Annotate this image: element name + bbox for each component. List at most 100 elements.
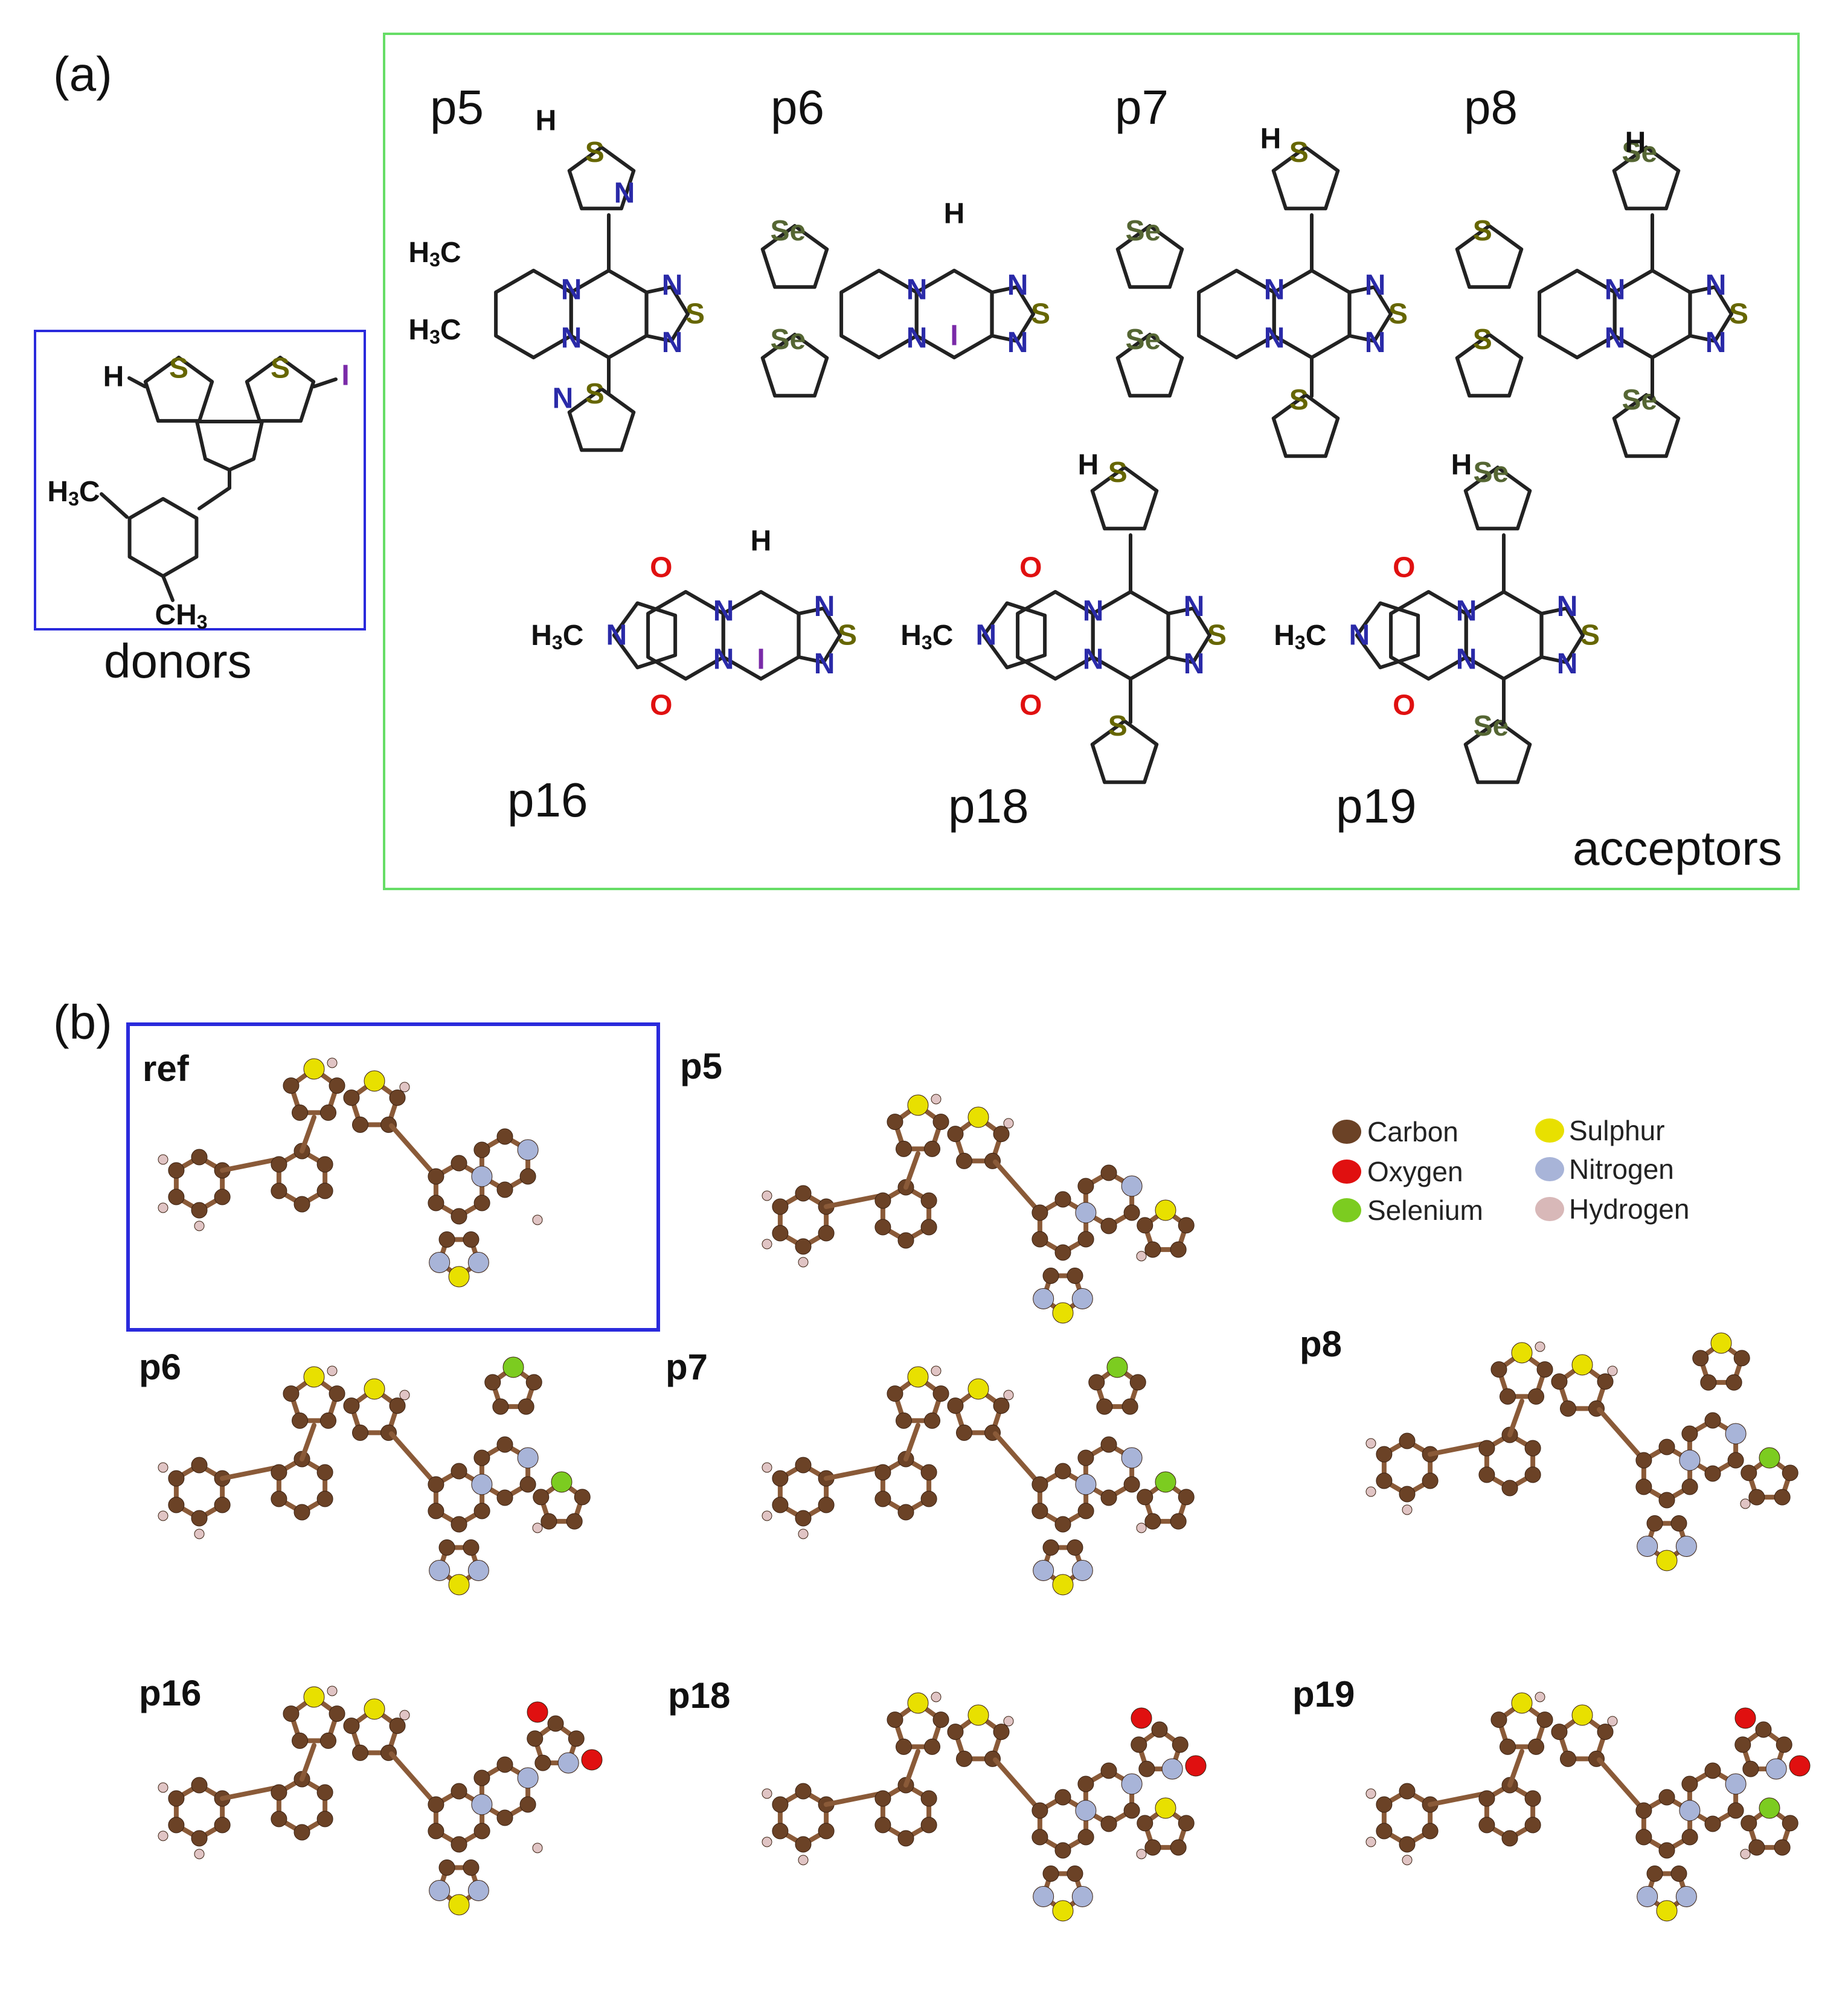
atom-ball xyxy=(1170,1513,1187,1530)
atom-ball xyxy=(428,1195,444,1211)
atom-ball xyxy=(795,1783,812,1800)
atom-ball xyxy=(1151,1721,1168,1738)
atom-label: S xyxy=(585,136,605,168)
thiadiazole-ring xyxy=(1347,285,1393,343)
atom-label: N xyxy=(713,644,734,676)
atom-ball xyxy=(1524,1466,1541,1483)
atom-ball xyxy=(428,1823,444,1840)
atom-ball xyxy=(541,1513,557,1530)
atom-ball xyxy=(343,1089,360,1106)
atom-label: N xyxy=(561,322,582,354)
atom-ball xyxy=(1052,1900,1074,1922)
atom-label: N xyxy=(713,595,734,627)
atom-ball xyxy=(1399,1432,1416,1449)
legend-item-oxygen: Oxygen xyxy=(1332,1156,1463,1187)
bond-stick xyxy=(1507,1399,1524,1437)
bond-stick xyxy=(1597,1407,1646,1463)
atom-ball xyxy=(158,1462,168,1473)
legend-swatch-sulphur xyxy=(1535,1118,1564,1143)
atom-ball xyxy=(294,1824,310,1841)
atom-ball xyxy=(451,1836,467,1853)
atom-ball xyxy=(1501,1480,1518,1497)
atom-ball xyxy=(1033,1288,1054,1310)
atom-ball xyxy=(532,1843,543,1853)
atom-ball xyxy=(1178,1489,1195,1506)
atom-ball xyxy=(1635,1478,1652,1495)
struct-label-p6: p6 xyxy=(139,1347,181,1387)
atom-ball xyxy=(1054,1463,1071,1480)
atom-ball xyxy=(1031,1802,1048,1819)
pyrazine-ring xyxy=(646,590,725,681)
atom-ball xyxy=(158,1202,168,1213)
thiophene-2 xyxy=(1455,333,1524,398)
atom-ball xyxy=(1490,1711,1507,1728)
atom-ball xyxy=(473,1769,490,1786)
imide-ring xyxy=(612,601,678,670)
atom-ball xyxy=(283,1705,300,1722)
atom-ball xyxy=(1597,1373,1614,1390)
atom-ball xyxy=(1646,1865,1663,1882)
atom-ball xyxy=(1511,1692,1533,1714)
atom-ball xyxy=(1376,1796,1393,1813)
atom-ball xyxy=(303,1686,325,1708)
atom-ball xyxy=(1740,1849,1751,1859)
imide-ring xyxy=(981,601,1047,670)
atom-ball xyxy=(1131,1707,1152,1729)
bond-stick xyxy=(389,1431,438,1487)
atom-ball xyxy=(1136,1849,1147,1859)
atom-ball xyxy=(1031,1829,1048,1846)
atom-ball xyxy=(1054,1516,1071,1533)
legend-item-selenium: Selenium xyxy=(1332,1195,1483,1226)
mol-label-p5: p5 xyxy=(430,80,484,134)
atom-label: N xyxy=(1365,269,1386,301)
atom-ball xyxy=(1399,1836,1416,1853)
atom-ball xyxy=(168,1497,185,1513)
atom-label: H xyxy=(751,525,772,557)
atom-label: N xyxy=(814,648,835,680)
struct-label-p19: p19 xyxy=(1292,1674,1355,1715)
bond-i xyxy=(312,377,338,388)
atom-ball xyxy=(428,1796,444,1813)
bond-stick xyxy=(824,1193,883,1209)
atom-ball xyxy=(772,1823,789,1840)
atom-ball xyxy=(438,1859,455,1876)
atom-ball xyxy=(1003,1716,1014,1727)
bond-stick xyxy=(993,1757,1042,1813)
bond-stick xyxy=(389,1751,438,1807)
atom-ball xyxy=(887,1114,903,1131)
atom-label: S xyxy=(1289,136,1309,168)
atom-ball xyxy=(1402,1504,1413,1515)
atom-ball xyxy=(1071,1288,1093,1310)
atom-ball xyxy=(320,1104,337,1121)
ring-top xyxy=(1090,466,1159,531)
mol-label-p16: p16 xyxy=(507,773,588,827)
mol-label-p6: p6 xyxy=(771,80,824,134)
atom-ball xyxy=(1478,1790,1495,1807)
atom-label: N xyxy=(1705,327,1727,359)
atom-ball xyxy=(428,1503,444,1519)
atom-ball xyxy=(389,1718,406,1734)
atom-ball xyxy=(1067,1865,1083,1882)
atom-ball xyxy=(451,1783,467,1800)
atom-ball xyxy=(448,1574,470,1596)
bond-stick xyxy=(300,1423,316,1461)
atom-ball xyxy=(294,1504,310,1521)
atom-ball xyxy=(762,1239,772,1250)
ref-box xyxy=(126,1022,660,1332)
atom-label: H xyxy=(1078,449,1099,481)
atom-label: N xyxy=(906,322,928,354)
atom-ball xyxy=(798,1529,809,1539)
atom-ball xyxy=(1100,1762,1117,1779)
atom-ball xyxy=(566,1513,583,1530)
atom-ball xyxy=(191,1149,208,1166)
atom-ball xyxy=(1077,1231,1094,1248)
atom-ball xyxy=(1399,1486,1416,1503)
atom-label: O xyxy=(1393,690,1415,722)
atom-ball xyxy=(1033,1560,1054,1582)
atom-ball xyxy=(762,1510,772,1521)
atom-label: N xyxy=(662,269,683,301)
atom-ball xyxy=(451,1516,467,1533)
atom-ball xyxy=(795,1238,812,1255)
atom-ball xyxy=(1727,1802,1744,1819)
